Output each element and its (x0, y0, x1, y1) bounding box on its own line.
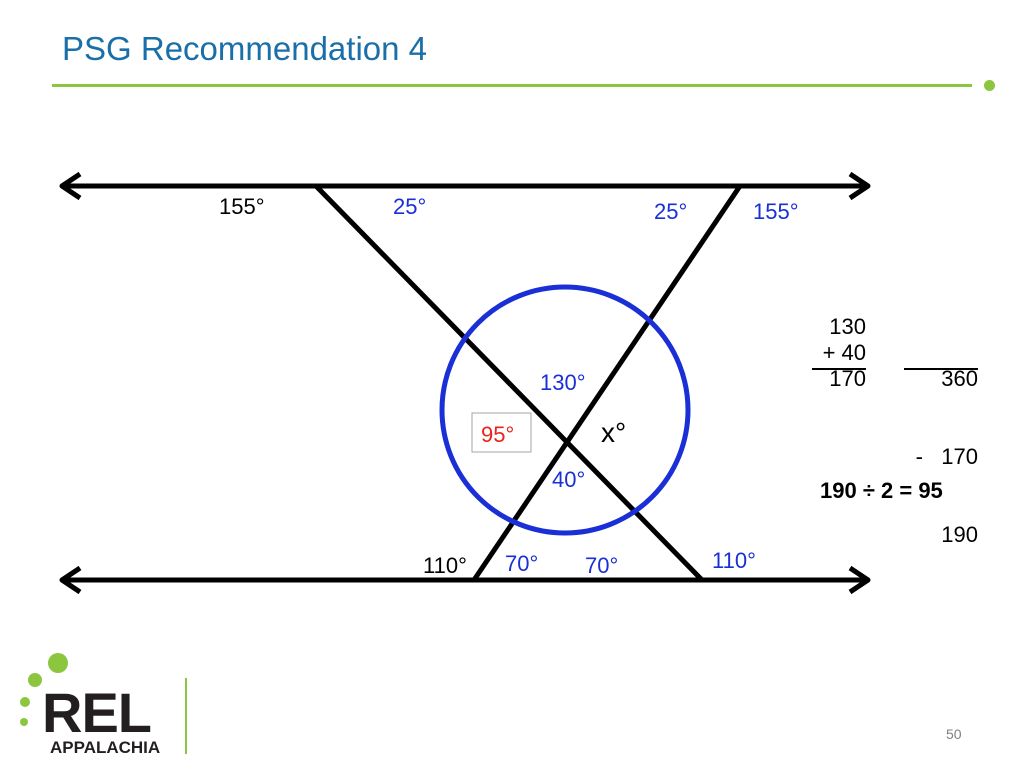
logo-subtitle: APPALACHIA (50, 738, 160, 757)
logo-wordmark: REL (42, 681, 151, 744)
transversal-left-to-right (314, 184, 704, 582)
logo-dot-small-1 (20, 697, 30, 707)
answer-box (471, 412, 532, 453)
bottom-line-left-arrow (59, 565, 82, 595)
title-divider (52, 84, 972, 87)
sum-result: 170 (829, 366, 866, 391)
slide-title: PSG Recommendation 4 (62, 30, 428, 67)
angle-label-bottom-right-outer: 110° (712, 548, 756, 573)
angle-label-top-right-inner: 25° (654, 199, 687, 224)
sum-addend-b: + 40 (822, 340, 866, 365)
sum-addend-a: 130 (829, 314, 866, 339)
divider-dot (984, 80, 995, 91)
angle-label-top-right-outer: 155° (753, 199, 799, 224)
highlight-circle (439, 284, 691, 536)
angle-label-top-left-outer: 155° (219, 194, 265, 219)
difference-calculation: 360 - 170 190 (890, 314, 978, 574)
angle-label-top-left-inner: 25° (393, 194, 426, 219)
final-division: 190 ÷ 2 = 95 (820, 478, 943, 503)
logo-dot-large (48, 653, 68, 673)
angle-label-center-right: x° (601, 417, 626, 448)
transversal-right-to-left (471, 184, 743, 582)
rel-appalachia-logo: REL APPALACHIA (20, 653, 187, 757)
angle-label-center-left: 95° (481, 422, 514, 447)
angle-label-center-top: 130° (540, 370, 586, 395)
angle-label-center-bottom: 40° (552, 467, 585, 492)
page-number: 50 (946, 726, 962, 742)
logo-dot-small-2 (20, 718, 28, 726)
top-line-left-arrow (59, 171, 82, 201)
angle-label-bottom-left-outer: 110° (423, 553, 467, 578)
bottom-line-right-arrow (848, 565, 871, 595)
logo-dot-medium (28, 673, 42, 687)
angle-label-bottom-right-inner: 70° (585, 553, 618, 578)
difference-subtrahend: - 170 (915, 444, 978, 469)
difference-minuend: 360 (941, 366, 978, 391)
difference-result: 190 (941, 522, 978, 547)
top-line-right-arrow (848, 171, 871, 201)
angle-label-bottom-left-inner: 70° (505, 551, 538, 576)
sum-calculation: 130 + 40 170 (800, 314, 866, 392)
